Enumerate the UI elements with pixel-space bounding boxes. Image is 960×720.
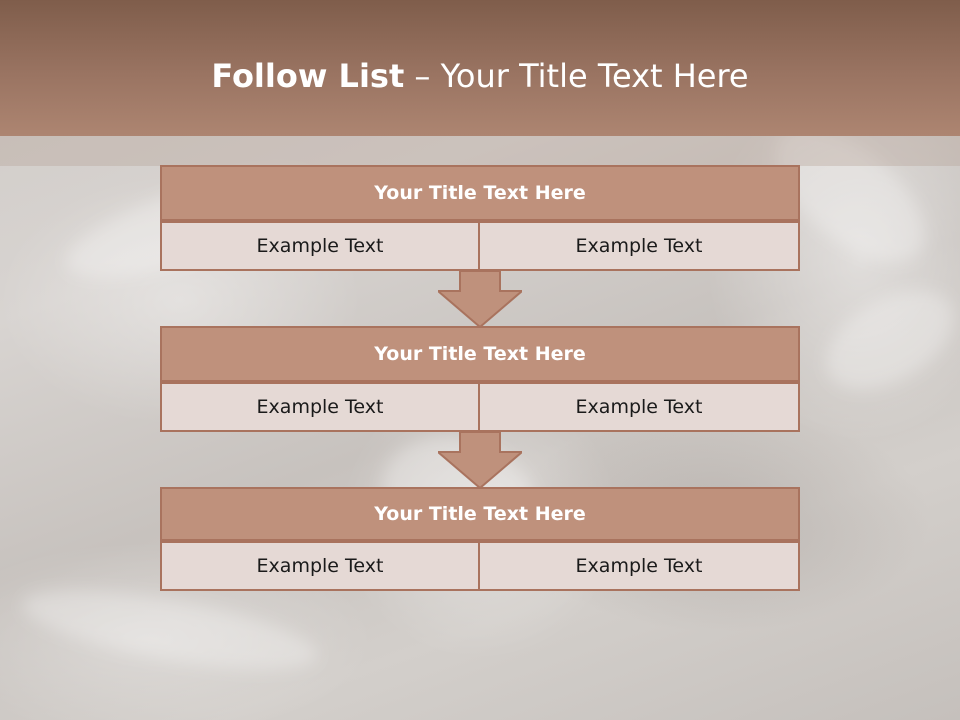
down-arrow-icon [438, 271, 522, 327]
list-block: Your Title Text Here Example Text Exampl… [160, 326, 800, 432]
block-cell-left: Example Text [160, 221, 480, 271]
slide-title: Follow List – Your Title Text Here [0, 52, 960, 100]
block-title: Your Title Text Here [160, 326, 800, 382]
header-bar [0, 0, 960, 136]
list-block: Your Title Text Here Example Text Exampl… [160, 165, 800, 271]
block-cell-left: Example Text [160, 382, 480, 432]
block-title: Your Title Text Here [160, 165, 800, 221]
block-cell-right: Example Text [480, 221, 800, 271]
block-cell-right: Example Text [480, 382, 800, 432]
header-band [0, 136, 960, 166]
fabric-highlight [809, 270, 960, 410]
down-arrow-icon [438, 432, 522, 488]
block-cell-right: Example Text [480, 541, 800, 591]
block-title: Your Title Text Here [160, 487, 800, 541]
list-block: Your Title Text Here Example Text Exampl… [160, 487, 800, 593]
title-rest: – Your Title Text Here [414, 57, 749, 95]
title-bold: Follow List [211, 57, 405, 95]
block-cell-left: Example Text [160, 541, 480, 591]
